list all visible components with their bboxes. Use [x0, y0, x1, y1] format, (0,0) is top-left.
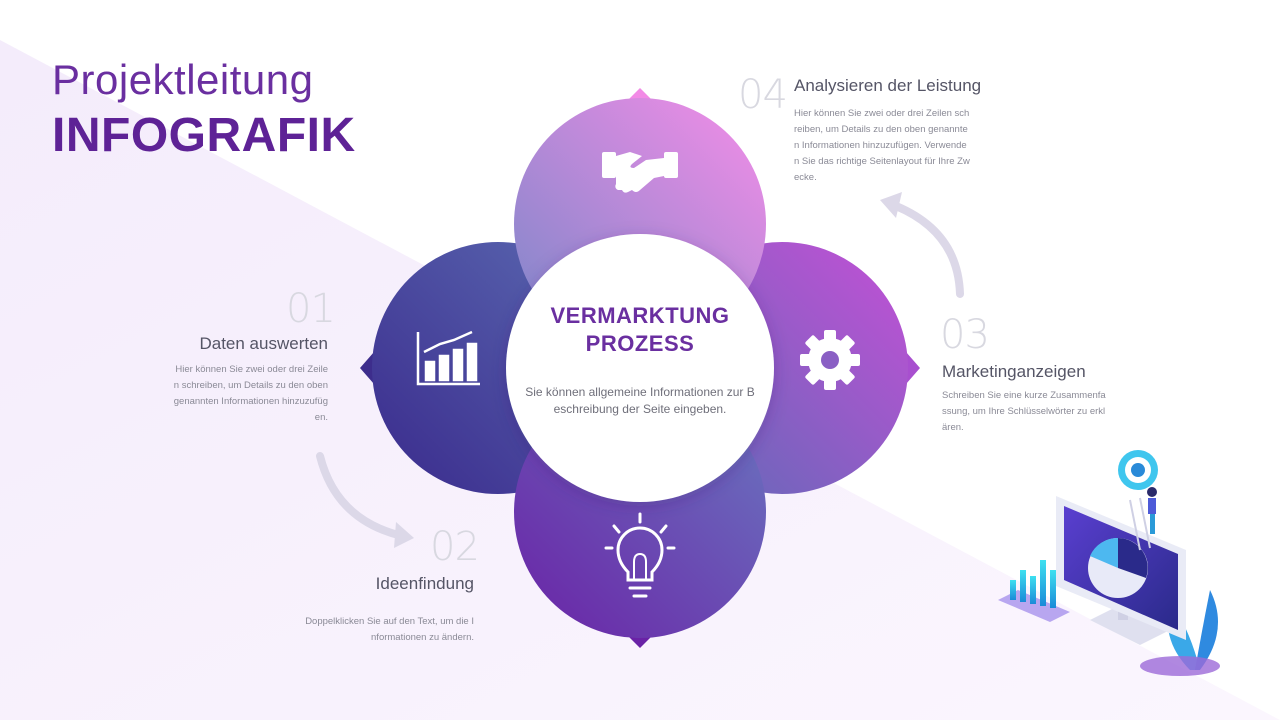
step-number-02: 02: [430, 524, 480, 570]
bar-chart-icon: [416, 330, 480, 386]
step-title-02: Ideenfindung: [375, 574, 474, 593]
step-number-01: 01: [286, 286, 336, 332]
center-circle: [506, 234, 774, 502]
step-text-01: Hier können Sie zwei oder drei Zeilen sc…: [173, 364, 328, 423]
page-title-line1: Projektleitung: [52, 56, 314, 103]
step-text-03: Schreiben Sie eine kurze Zusammenfassung…: [942, 390, 1106, 433]
arrow-01-to-02: [316, 452, 406, 540]
gear-icon: [800, 330, 860, 390]
lightbulb-icon: [604, 512, 676, 598]
step-number-04: 04: [738, 72, 788, 118]
step-number-03: 03: [940, 312, 990, 358]
arrow-03-to-04: [892, 202, 964, 298]
page-title-line2: INFOGRAFIK: [52, 109, 356, 162]
isometric-analytics-illustration: [998, 450, 1220, 676]
handshake-icon: [602, 152, 678, 193]
center-title-line1: VERMARKTUNG: [550, 303, 730, 328]
arrow-01-to-02-head: [394, 522, 414, 548]
center-description: Sie können allgemeine Informationen zur …: [525, 385, 755, 416]
step-text-02: Doppelklicken Sie auf den Text, um die I…: [305, 616, 474, 643]
step-text-04: Hier können Sie zwei oder drei Zeilen sc…: [794, 108, 970, 183]
step-title-03: Marketinganzeigen: [942, 362, 1086, 381]
arrow-03-to-04-head: [880, 192, 902, 218]
step-title-01: Daten auswerten: [199, 334, 328, 353]
center-title: VERMARKTUNG PROZESS: [510, 302, 770, 358]
step-title-04: Analysieren der Leistung: [794, 76, 982, 95]
center-title-line2: PROZESS: [585, 331, 695, 356]
